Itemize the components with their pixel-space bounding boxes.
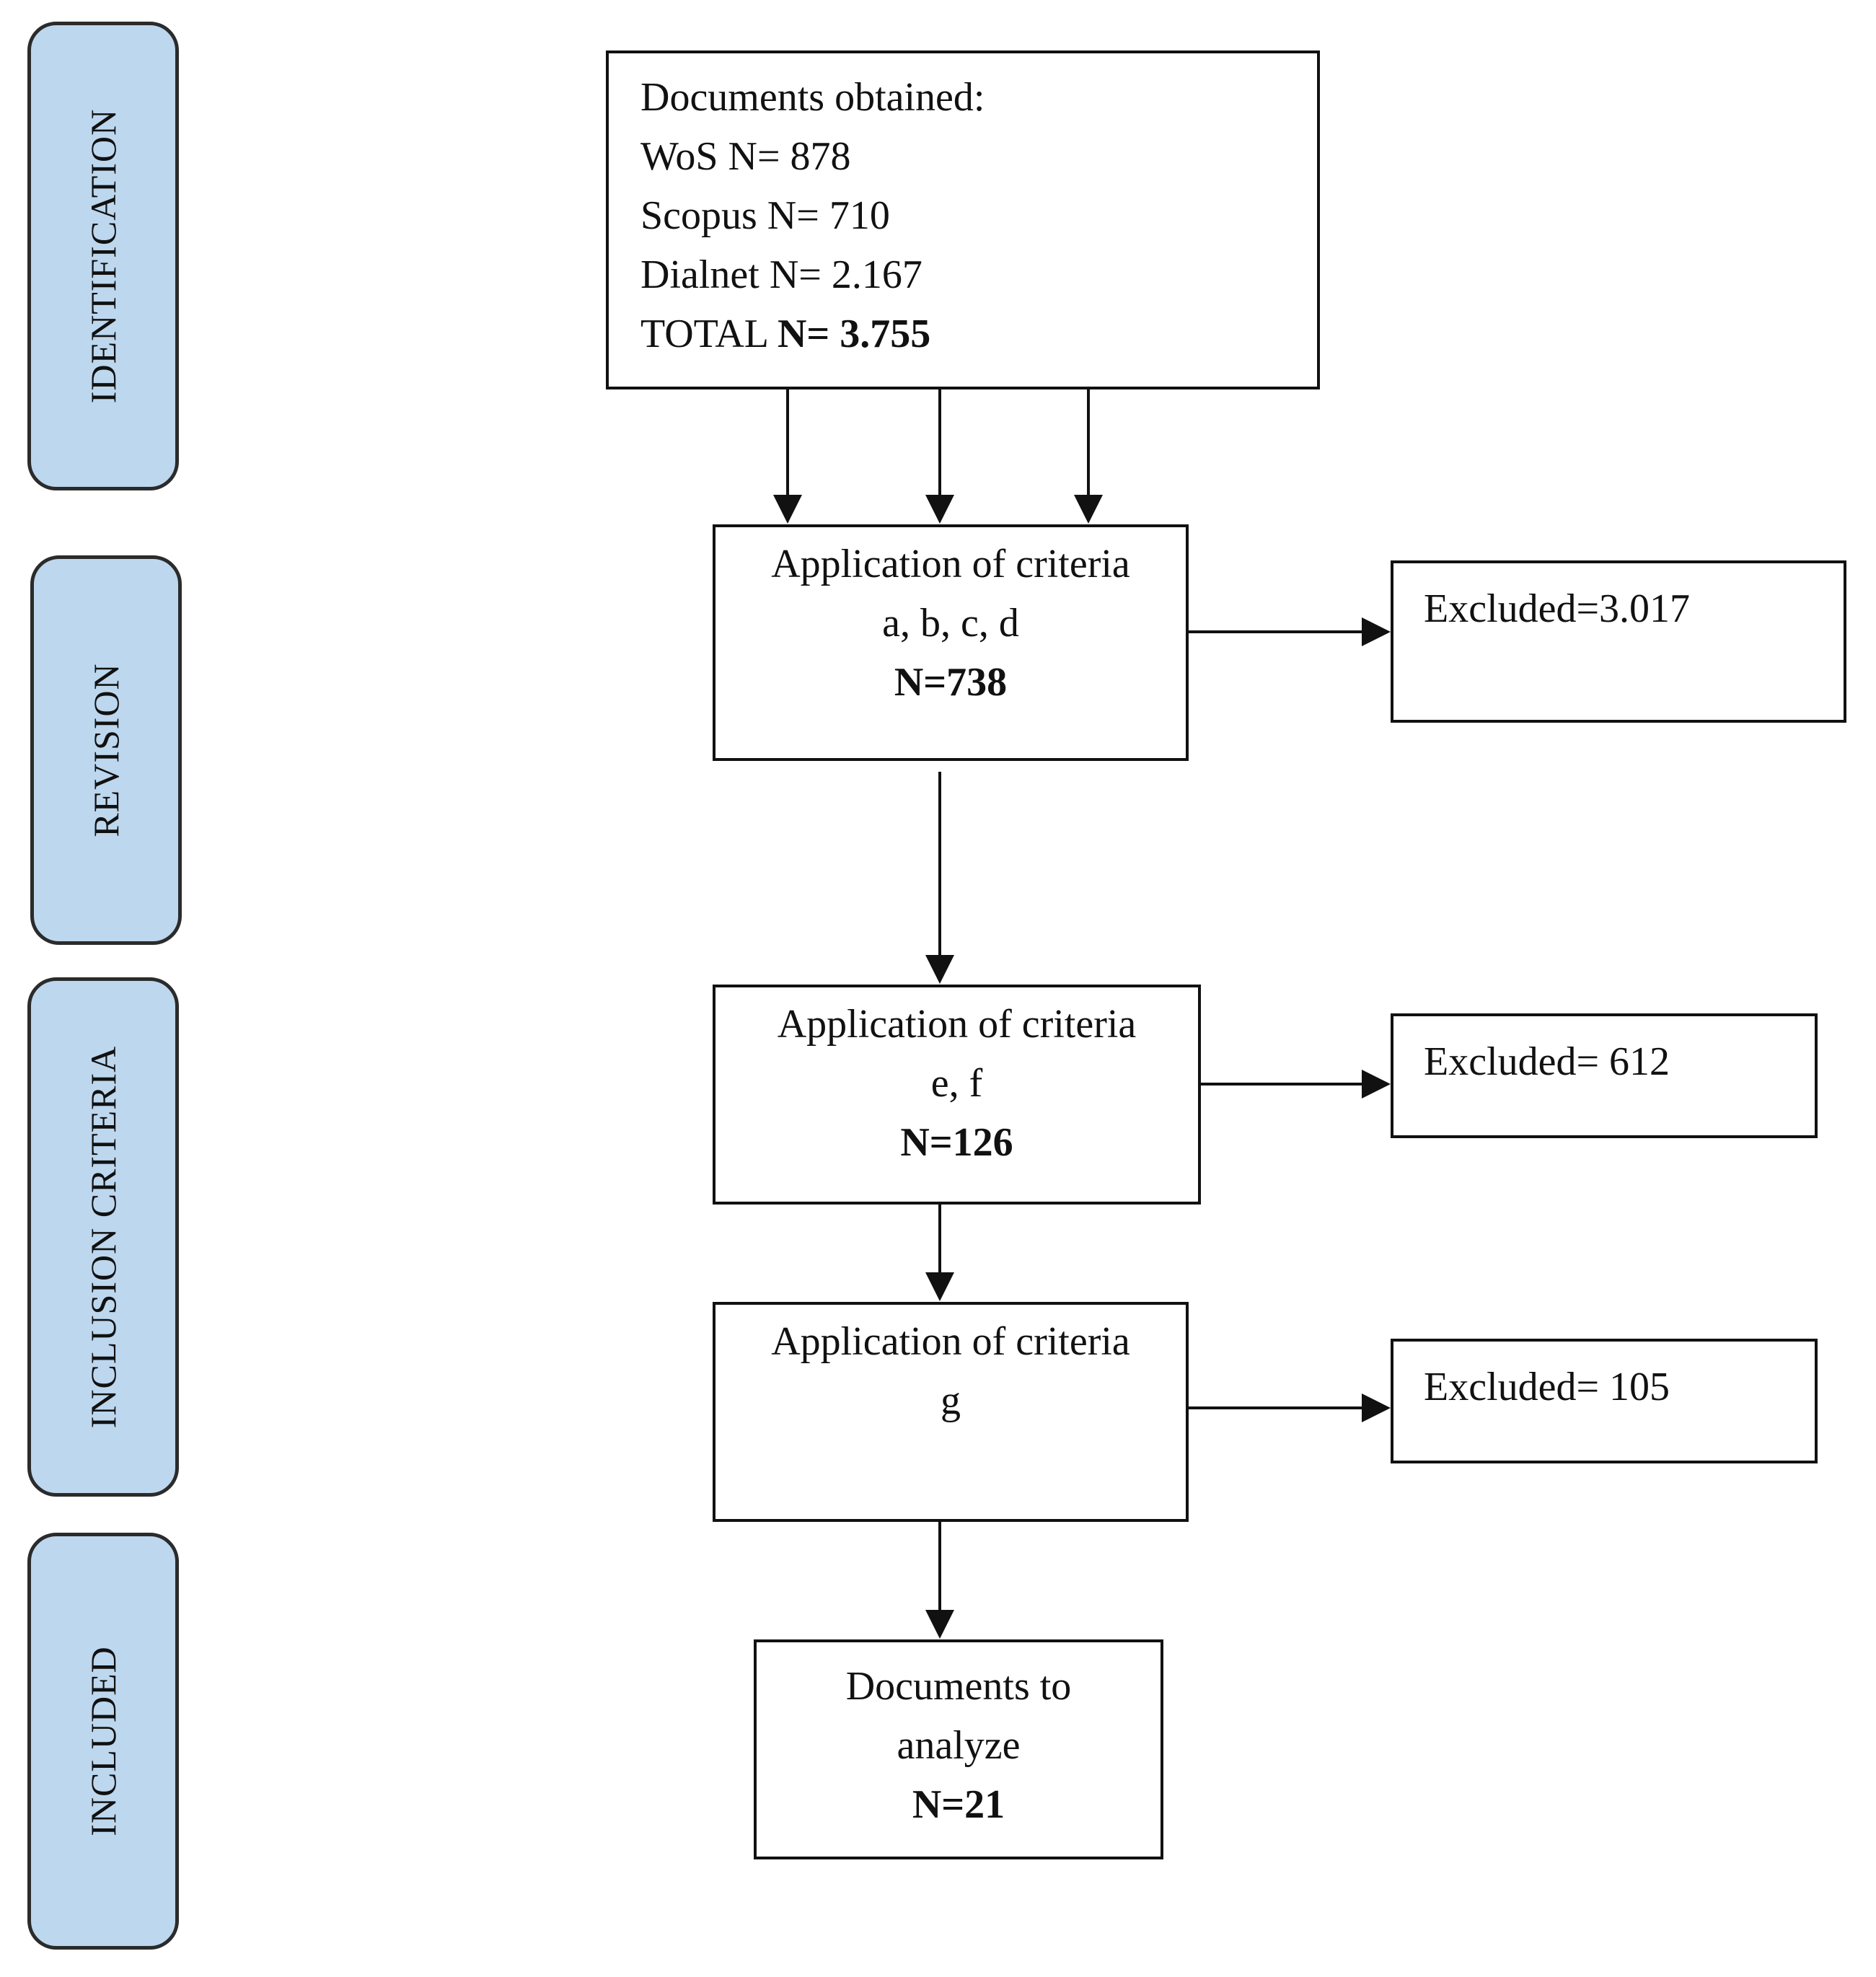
documents-to-analyze-line2: analyze [897, 1723, 1021, 1768]
total-count: TOTAL N= 3.755 [640, 304, 1317, 364]
criteria-g-title: Application of criteria [771, 1319, 1130, 1364]
wos-count: WoS N= 878 [640, 134, 851, 179]
excluded-g-text: Excluded= 105 [1424, 1365, 1670, 1409]
excluded-ef-text: Excluded= 612 [1424, 1039, 1670, 1084]
documents-to-analyze-box: Documents to analyze N=21 [754, 1639, 1163, 1859]
phase-identification: IDENTIFICATION [27, 22, 179, 490]
criteria-abcd-letters: a, b, c, d [882, 601, 1019, 646]
criteria-ef-title: Application of criteria [777, 1002, 1137, 1047]
phase-revision: REVISION [30, 555, 182, 945]
documents-obtained-heading: Documents obtained: [640, 75, 985, 120]
criteria-abcd-box: Application of criteria a, b, c, d N=738 [713, 524, 1189, 761]
dialnet-count: Dialnet N= 2.167 [640, 252, 922, 297]
criteria-abcd-count: N=738 [894, 660, 1008, 705]
criteria-ef-count: N=126 [900, 1120, 1013, 1165]
excluded-ef-box: Excluded= 612 [1391, 1013, 1818, 1138]
criteria-ef-box: Application of criteria e, f N=126 [713, 985, 1201, 1205]
criteria-abcd-title: Application of criteria [771, 542, 1130, 586]
criteria-ef-letters: e, f [930, 1061, 983, 1106]
documents-obtained-box: Documents obtained: WoS N= 878 Scopus N=… [606, 50, 1320, 389]
total-prefix: TOTAL [640, 312, 778, 356]
excluded-revision-text: Excluded=3.017 [1424, 586, 1691, 631]
excluded-g-box: Excluded= 105 [1391, 1339, 1818, 1463]
phase-inclusion-criteria: INCLUSION CRITERIA [27, 977, 179, 1497]
phase-included: INCLUDED [27, 1533, 179, 1950]
criteria-g-box: Application of criteria g [713, 1302, 1189, 1522]
criteria-g-letters: g [941, 1378, 961, 1423]
total-value: N= 3.755 [777, 312, 931, 356]
documents-to-analyze-count: N=21 [912, 1782, 1005, 1827]
scopus-count: Scopus N= 710 [640, 193, 890, 238]
excluded-revision-box: Excluded=3.017 [1391, 560, 1846, 723]
documents-to-analyze-line1: Documents to [845, 1664, 1072, 1709]
